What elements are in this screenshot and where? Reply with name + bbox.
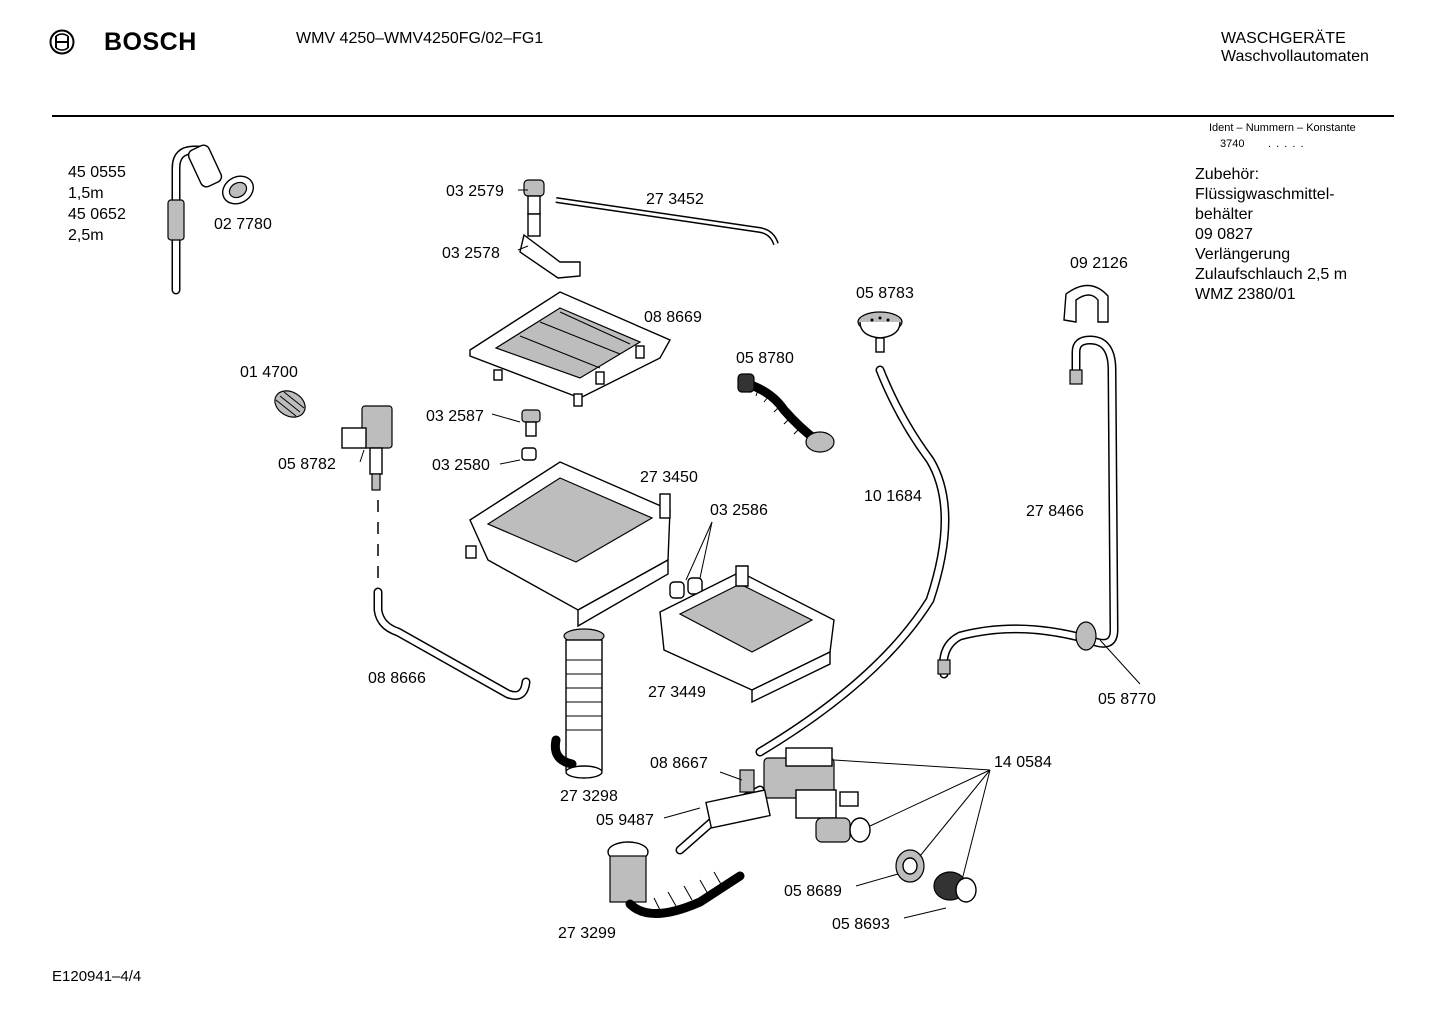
part-label: 03 2586 xyxy=(710,502,768,519)
part-label: 03 2579 xyxy=(446,183,504,200)
part-label: 03 2578 xyxy=(442,245,500,262)
part-label: 08 8666 xyxy=(368,670,426,687)
part-label: 03 2580 xyxy=(432,457,490,474)
accessories-block: Zubehör: Flüssigwaschmittel- behälter 09… xyxy=(1195,165,1347,305)
accessories-line: WMZ 2380/01 xyxy=(1195,286,1296,303)
connection-hose-drawing xyxy=(737,373,835,453)
detergent-drawer-drawing xyxy=(659,565,835,704)
filter-drawing xyxy=(895,849,925,883)
header-divider xyxy=(52,115,1394,117)
ident-title: Ident – Nummern – Konstante xyxy=(1209,122,1356,134)
inlet-valve-drawing xyxy=(763,747,871,843)
part-label: 05 8693 xyxy=(832,916,890,933)
part-label: 27 3449 xyxy=(648,684,706,701)
bellows-hose-drawing xyxy=(550,628,605,779)
detergent-housing-cover-drawing xyxy=(469,291,671,407)
inlet-hose-drawing xyxy=(937,335,1119,679)
accessories-line: Zulaufschlauch 2,5 m xyxy=(1195,266,1348,283)
part-label: 01 4700 xyxy=(240,364,298,381)
part-label: 27 3298 xyxy=(560,788,618,805)
part-label: 10 1684 xyxy=(864,488,922,505)
accessories-line: behälter xyxy=(1195,206,1253,223)
part-label: 05 8689 xyxy=(784,883,842,900)
pressure-switch-drawing xyxy=(857,311,903,353)
part-label: 05 8782 xyxy=(278,456,336,473)
valve-hose-drawing xyxy=(607,841,745,918)
part-label: 14 0584 xyxy=(994,754,1052,771)
part-label: 05 8770 xyxy=(1098,691,1156,708)
part-label: 27 3299 xyxy=(558,925,616,942)
lever-assembly-drawing xyxy=(519,179,779,279)
dispenser-housing-drawing xyxy=(465,461,671,628)
part-label: 2,5m xyxy=(68,227,104,244)
inlet-valve-single-drawing xyxy=(341,405,393,590)
nozzle-drawing xyxy=(521,409,541,437)
accessories-line: Zubehör: xyxy=(1195,166,1260,183)
category-sub: Waschvollautomaten xyxy=(1221,48,1369,65)
hose-nut-drawing xyxy=(221,175,255,205)
part-label: 1,5m xyxy=(68,185,104,202)
drain-hose-drawing xyxy=(167,144,223,295)
cap-drawing xyxy=(669,577,703,599)
part-label: 27 8466 xyxy=(1026,503,1084,520)
drawing-number: E120941–4/4 xyxy=(52,968,142,985)
part-label: 05 9487 xyxy=(596,812,654,829)
brand-name: BOSCH xyxy=(104,28,197,56)
accessories-line: Verlängerung xyxy=(1195,246,1291,263)
ring-drawing xyxy=(521,447,537,461)
part-label: 27 3452 xyxy=(646,191,704,208)
part-label: 05 8783 xyxy=(856,285,914,302)
part-label: 08 8667 xyxy=(650,755,708,772)
part-label: 45 0652 xyxy=(68,206,126,223)
part-label: 08 8669 xyxy=(644,309,702,326)
hose-bracket-drawing xyxy=(1063,284,1109,323)
flow-limiter-drawing xyxy=(933,871,977,903)
model-title: WMV 4250–WMV4250FG/02–FG1 xyxy=(296,30,544,47)
accessories-line: Flüssigwaschmittel- xyxy=(1195,186,1335,203)
part-label: 03 2587 xyxy=(426,408,484,425)
ident-dots: . . . . . xyxy=(1268,138,1305,150)
part-label: 45 0555 xyxy=(68,164,126,181)
ident-code: 3740 xyxy=(1220,138,1245,150)
part-label: 02 7780 xyxy=(214,216,272,233)
pressure-hose-drawing xyxy=(755,365,950,757)
leader-lines xyxy=(359,189,1141,919)
part-label: 09 2126 xyxy=(1070,255,1128,272)
inlet-fitting-drawing xyxy=(675,769,771,855)
part-label: 05 8780 xyxy=(736,350,794,367)
elbow-hose-drawing xyxy=(373,587,531,700)
category-main: WASCHGERÄTE xyxy=(1221,30,1346,47)
bosch-logo-icon xyxy=(49,29,75,55)
accessories-line: 09 0827 xyxy=(1195,226,1253,243)
spring-drawing xyxy=(274,390,306,418)
part-label: 27 3450 xyxy=(640,469,698,486)
